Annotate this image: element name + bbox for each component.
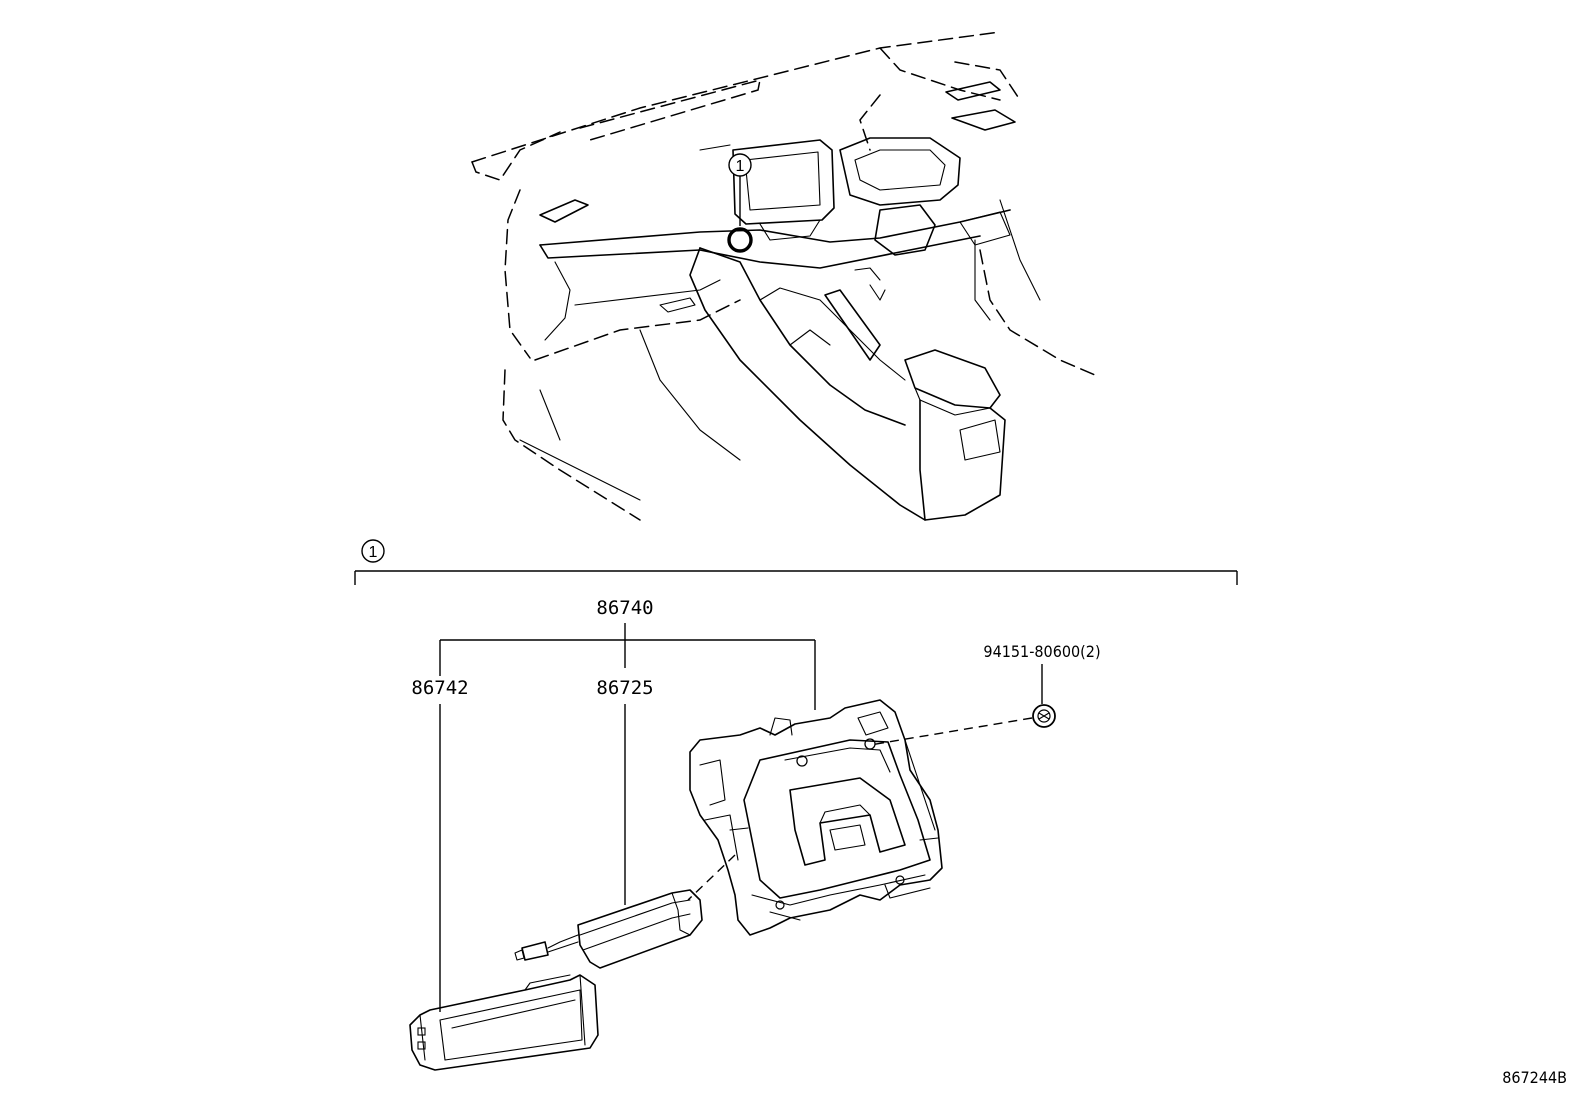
part-number-screw: 94151-80600(2) [983, 642, 1100, 661]
diagram-reference-code: 867244B [1502, 1068, 1567, 1087]
part-number-panel: 86742 [411, 677, 468, 699]
bracket-assembly-illustration [689, 699, 943, 936]
label-panel: 86742 [411, 640, 469, 1012]
screw-illustration [869, 704, 1056, 746]
dashboard-illustration [471, 31, 1096, 521]
callout-top: 1 [727, 153, 753, 253]
part-number-speaker-unit: 86725 [596, 677, 653, 699]
label-assembly: 86740 [440, 597, 816, 710]
location-marker [727, 227, 753, 253]
label-screw: 94151-80600(2) [983, 642, 1101, 704]
part-number-assembly: 86740 [596, 597, 653, 619]
front-panel-illustration [409, 974, 599, 1071]
group-bracket: 1 [354, 539, 1238, 585]
speaker-unit-illustration [514, 889, 703, 969]
speaker-install-leader [687, 854, 736, 901]
callout-group-number: 1 [369, 544, 378, 561]
label-speaker-unit: 86725 [596, 677, 654, 905]
callout-top-number: 1 [736, 158, 745, 175]
